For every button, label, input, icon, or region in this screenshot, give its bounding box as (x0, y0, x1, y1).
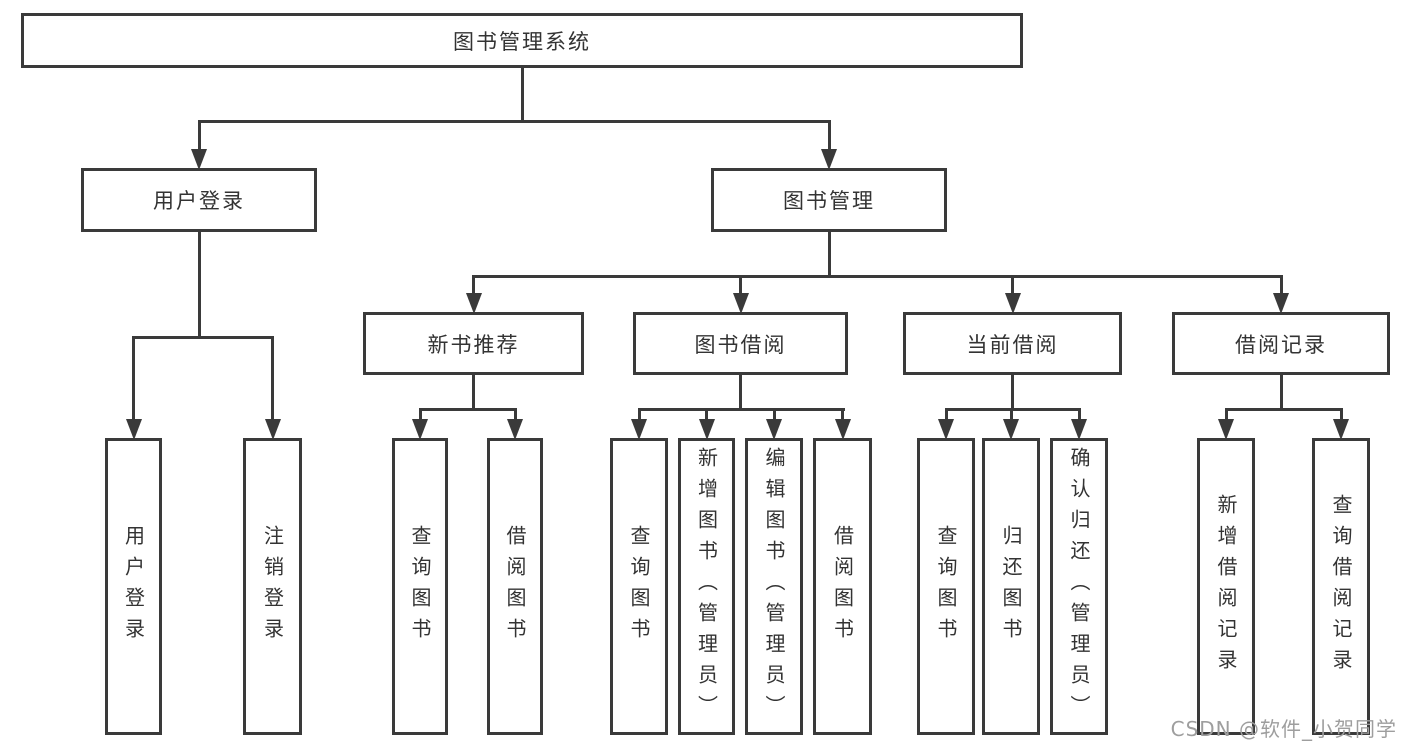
diagram-node-book-mgmt: 图书管理 (711, 168, 947, 232)
diagram-node-leaf-add-book: 新增图书（管理员） (678, 438, 735, 735)
diagram-node-label: 图书借阅 (694, 332, 787, 357)
connector-drop-leaf-user-login (132, 336, 135, 419)
diagram-node-label: 查询图书 (934, 524, 958, 649)
diagram-node-label: 用户登录 (121, 524, 146, 649)
connector-drop-leaf-add-book (705, 408, 708, 419)
diagram-node-leaf-user-login: 用户登录 (105, 438, 162, 735)
connector-elbow-book-mgmt (472, 275, 1283, 278)
diagram-node-label: 新增图书（管理员） (694, 447, 719, 726)
connector-drop-leaf-return-book (1010, 408, 1013, 419)
diagram-node-leaf-borrow-book-1: 借阅图书 (487, 438, 543, 735)
connector-drop-leaf-query-book-3 (945, 408, 948, 419)
diagram-node-label: 借阅图书 (503, 524, 527, 649)
arrowhead-icon-leaf-borrow-book-1 (507, 419, 523, 440)
diagram-node-label: 查询图书 (408, 524, 432, 649)
connector-drop-current-borrow (1011, 275, 1014, 293)
arrowhead-icon-leaf-add-record (1218, 419, 1234, 440)
arrowhead-icon-book-mgmt (821, 149, 837, 170)
connector-elbow-borrow-record (1225, 408, 1343, 411)
connector-drop-leaf-query-book-1 (419, 408, 422, 419)
diagram-node-leaf-return-book: 归还图书 (982, 438, 1040, 735)
diagram-node-leaf-confirm-return: 确认归还（管理员） (1050, 438, 1108, 735)
connector-drop-leaf-query-book-2 (638, 408, 641, 419)
connector-drop-book-borrow (739, 275, 742, 293)
diagram-node-leaf-borrow-book-2: 借阅图书 (813, 438, 872, 735)
diagram-node-new-book-rec: 新书推荐 (363, 312, 584, 375)
diagram-node-leaf-query-book-3: 查询图书 (917, 438, 975, 735)
diagram-node-label: 新书推荐 (427, 332, 520, 357)
arrowhead-icon-leaf-user-login (126, 419, 142, 440)
connector-drop-user-login (198, 120, 201, 149)
connector-elbow-root (198, 120, 831, 123)
arrowhead-icon-borrow-record (1273, 293, 1289, 314)
connector-drop-leaf-query-record (1340, 408, 1343, 419)
diagram-node-leaf-add-record: 新增借阅记录 (1197, 438, 1255, 735)
diagram-node-label: 用户登录 (153, 189, 245, 213)
diagram-node-leaf-edit-book: 编辑图书（管理员） (745, 438, 803, 735)
arrowhead-icon-leaf-query-book-1 (412, 419, 428, 440)
arrowhead-icon-leaf-query-record (1333, 419, 1349, 440)
diagram-node-label: 归还图书 (999, 524, 1023, 649)
diagram-node-label: 图书管理 (783, 189, 875, 213)
diagram-node-leaf-query-record: 查询借阅记录 (1312, 438, 1370, 735)
connector-elbow-book-borrow (638, 408, 845, 411)
diagram-node-label: 借阅记录 (1235, 332, 1327, 357)
connector-elbow-user-login (132, 336, 274, 339)
arrowhead-icon-leaf-return-book (1003, 419, 1019, 440)
arrowhead-icon-leaf-edit-book (766, 419, 782, 440)
connector-drop-leaf-edit-book (773, 408, 776, 419)
connector-stem-book-borrow (739, 375, 742, 408)
connector-stem-user-login (198, 232, 201, 336)
arrowhead-icon-current-borrow (1005, 293, 1021, 314)
diagram-node-label: 确认归还（管理员） (1067, 447, 1091, 726)
arrowhead-icon-user-login (191, 149, 207, 170)
diagram-node-book-borrow: 图书借阅 (633, 312, 848, 375)
connector-drop-leaf-borrow-book-2 (841, 408, 844, 419)
diagram-node-leaf-query-book-1: 查询图书 (392, 438, 448, 735)
connector-drop-leaf-logout (271, 336, 274, 419)
arrowhead-icon-leaf-add-book (699, 419, 715, 440)
connector-drop-leaf-borrow-book-1 (514, 408, 517, 419)
diagram-node-current-borrow: 当前借阅 (903, 312, 1122, 375)
diagram-node-borrow-record: 借阅记录 (1172, 312, 1390, 375)
diagram-node-label: 查询借阅记录 (1329, 493, 1353, 680)
diagram-node-label: 借阅图书 (830, 524, 855, 649)
diagram-node-label: 新增借阅记录 (1214, 493, 1238, 680)
arrowhead-icon-leaf-confirm-return (1071, 419, 1087, 440)
arrowhead-icon-leaf-borrow-book-2 (835, 419, 851, 440)
diagram-node-root: 图书管理系统 (21, 13, 1023, 68)
connector-stem-current-borrow (1011, 375, 1014, 408)
connector-stem-borrow-record (1280, 375, 1283, 408)
diagram-node-label: 注销登录 (260, 524, 285, 649)
arrowhead-icon-book-borrow (733, 293, 749, 314)
arrowhead-icon-new-book-rec (466, 293, 482, 314)
connector-drop-borrow-record (1280, 275, 1283, 293)
arrowhead-icon-leaf-query-book-3 (938, 419, 954, 440)
diagram-node-label: 图书管理系统 (453, 29, 591, 54)
diagram-node-label: 编辑图书（管理员） (762, 447, 786, 726)
diagram-node-user-login: 用户登录 (81, 168, 317, 232)
connector-stem-root (521, 68, 524, 120)
arrowhead-icon-leaf-logout (265, 419, 281, 440)
connector-drop-leaf-confirm-return (1078, 408, 1081, 419)
connector-stem-book-mgmt (828, 232, 831, 275)
diagram-node-leaf-logout: 注销登录 (243, 438, 302, 735)
connector-drop-new-book-rec (472, 275, 475, 293)
connector-elbow-new-book-rec (419, 408, 517, 411)
diagram-node-label: 查询图书 (627, 524, 651, 649)
arrowhead-icon-leaf-query-book-2 (631, 419, 647, 440)
connector-stem-new-book-rec (472, 375, 475, 408)
connector-drop-book-mgmt (828, 120, 831, 149)
watermark-text: CSDN @软件_小贺同学 (1170, 717, 1397, 741)
connector-elbow-current-borrow (945, 408, 1081, 411)
diagram-node-label: 当前借阅 (966, 332, 1059, 357)
diagram-node-leaf-query-book-2: 查询图书 (610, 438, 668, 735)
connector-drop-leaf-add-record (1225, 408, 1228, 419)
